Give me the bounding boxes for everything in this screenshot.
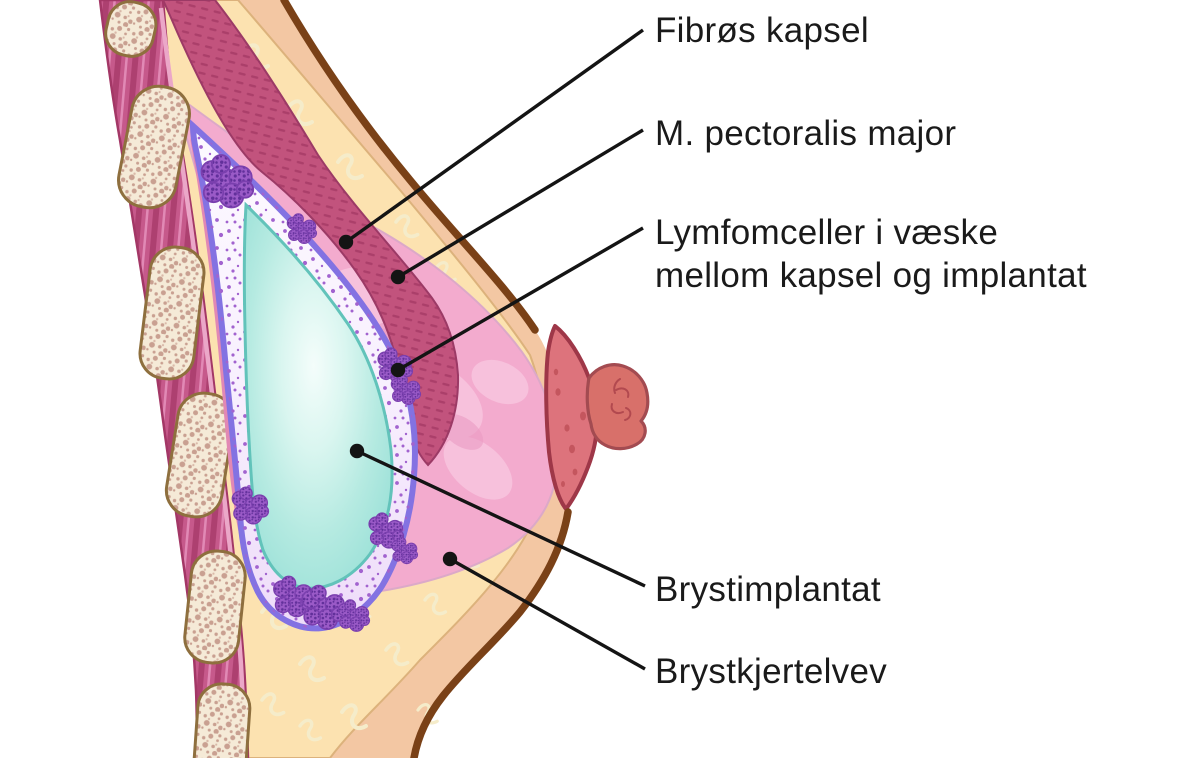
leader-line-fibrous-capsule [345,28,644,244]
leader-dot-implant [349,443,365,459]
label-lymphoma-cells: Lymfomceller i væske mellom kapsel og im… [655,211,1087,297]
nipple [585,363,650,451]
rib [104,0,158,58]
leader-lines [338,28,646,671]
leader-dot-pectoralis [390,269,406,285]
leader-dot-lymphoma-cells [390,362,406,378]
leader-dot-glandular [442,551,458,567]
ribs [104,0,252,758]
skin-outline [280,0,572,758]
label-breast-implant: Brystimplantat [655,570,881,609]
areola [544,324,599,511]
label-pectoralis-major: M. pectoralis major [655,114,957,153]
leader-line-glandular [449,557,646,671]
rib [192,682,252,758]
nipple-body [585,363,650,451]
leader-line-pectoralis [397,128,644,279]
rib [138,245,206,381]
rib [183,549,247,665]
areola-glands [553,368,586,487]
rib [164,391,236,519]
label-glandular-tissue: Brystkjertelvev [655,652,888,691]
rib [117,84,191,210]
nipple-texture [610,378,632,421]
leader-line-lymphoma-cells [397,226,644,372]
label-lymphoma-line1: Lymfomceller i væske [655,213,999,252]
leader-line-implant [356,449,646,588]
label-fibrous-capsule: Fibrøs kapsel [655,11,869,50]
leader-dot-fibrous-capsule [338,234,354,250]
label-lymphoma-line2: mellom kapsel og implantat [655,256,1087,295]
